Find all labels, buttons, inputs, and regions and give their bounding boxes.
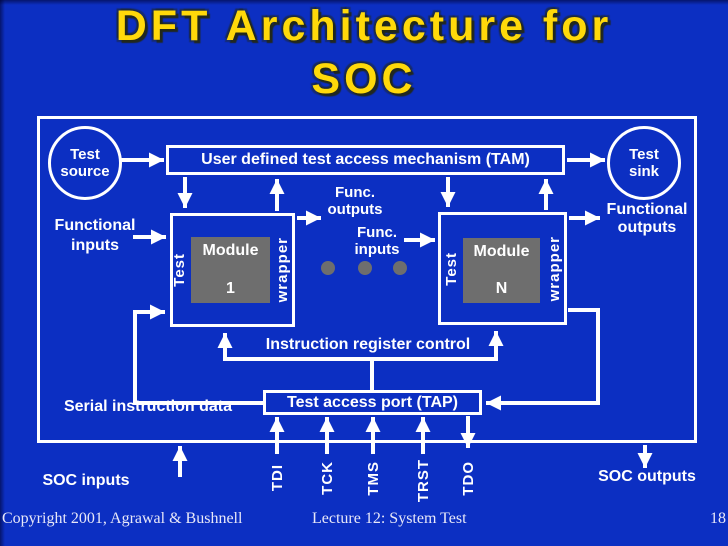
serial-instruction-data-label: Serial instruction data [63, 398, 233, 415]
module1-test-label: Test [170, 253, 188, 287]
moduleN-wrapper-label: wrapper [545, 235, 563, 302]
moduleN-core: Module N [463, 238, 540, 303]
module1-name: Module [202, 242, 259, 259]
test-source-node: Test source [48, 126, 122, 200]
footer-copyright: Copyright 2001, Agrawal & Bushnell [2, 510, 243, 527]
module1-id: 1 [226, 280, 235, 297]
slide-title: DFT Architecture for SOC [115, 2, 613, 103]
pin-label-tdi: TDI [268, 464, 286, 492]
diagram-panel [37, 116, 697, 443]
moduleN-wrapper-box [438, 212, 567, 325]
pin-label-trst: TRST [414, 459, 432, 503]
footer-lecture: Lecture 12: System Test [312, 510, 467, 527]
func-outputs-label: Func. outputs [327, 184, 383, 218]
pin-label-tck: TCK [318, 461, 336, 495]
pin-label-tms: TMS [364, 460, 382, 496]
footer-page-number: 18 [710, 510, 726, 527]
moduleN-name: Module [473, 243, 530, 260]
tam-box: User defined test access mechanism (TAM) [166, 145, 565, 175]
module1-wrapper-label: wrapper [273, 237, 291, 303]
func-inputs-label: Func. inputs [354, 224, 400, 258]
functional-outputs-label: Functional outputs [606, 201, 688, 236]
module1-core: Module 1 [191, 237, 270, 303]
module1-wrapper-box [170, 213, 295, 327]
soc-inputs-label: SOC inputs [42, 472, 130, 489]
functional-inputs-label: Functional inputs [54, 217, 136, 254]
soc-outputs-label: SOC outputs [598, 468, 696, 485]
test-sink-node: Test sink [607, 126, 681, 200]
tap-box: Test access port (TAP) [263, 390, 482, 415]
instruction-register-control-label: Instruction register control [265, 336, 471, 353]
pin-label-tdo: TDO [459, 460, 477, 496]
moduleN-id: N [495, 280, 508, 297]
moduleN-test-label: Test [442, 251, 460, 286]
